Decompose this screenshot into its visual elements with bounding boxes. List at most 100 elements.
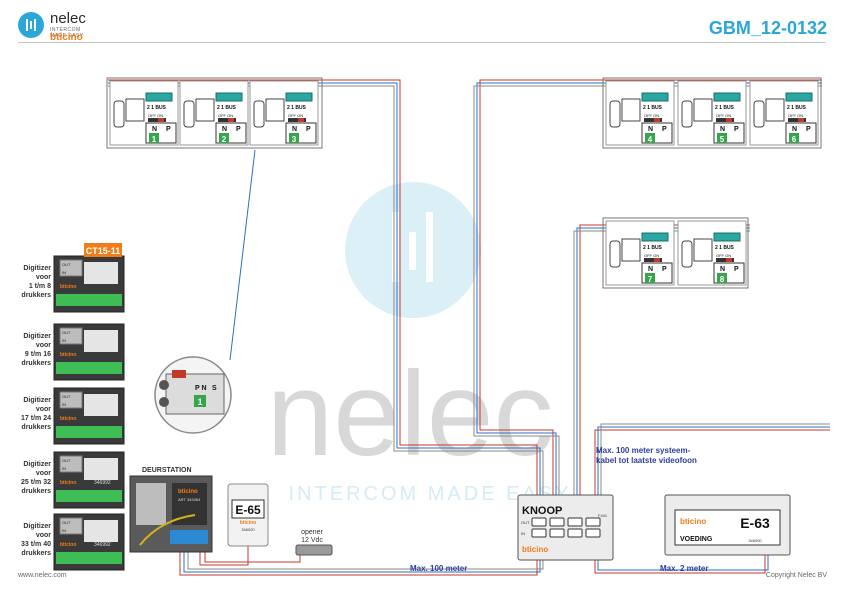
digitizer-label-line: drukkers [21, 550, 51, 557]
monitor-screen [765, 98, 785, 122]
handset-icon [609, 240, 621, 268]
watermark-bar-mid [409, 232, 416, 270]
opener-label: opener [301, 529, 323, 536]
monitor-screen [621, 238, 641, 262]
wire-red-out [594, 429, 830, 495]
digitizer-label-line: drukkers [21, 424, 51, 431]
digitizer-connector [59, 455, 83, 473]
on-off-switch [644, 118, 662, 122]
np-n-label: N [792, 126, 797, 133]
knoop-housing [517, 494, 614, 561]
door-station-cable [139, 514, 196, 546]
digitizer-label-line: 17 t/m 24 [21, 415, 51, 422]
bus-terminal-block [713, 92, 741, 102]
monitor-number-badge [219, 133, 229, 143]
monitor-row-middle [602, 217, 749, 289]
on-off-switch [716, 258, 734, 262]
opener-voltage: 12 Vdc [301, 537, 323, 544]
knoop-slot [549, 517, 565, 527]
bus-terminal-block [285, 92, 313, 102]
ribbon-cable [84, 330, 118, 352]
monitor-row-top [106, 77, 323, 149]
screw-icon [159, 380, 169, 390]
wire-blue-bottom [183, 545, 541, 573]
np-p-label: P [662, 126, 667, 133]
monitor-row-right [602, 77, 822, 149]
np-n-label: N [152, 126, 157, 133]
bus-terminal-block [215, 92, 243, 102]
digitizer-connector [59, 517, 83, 535]
e63-name: E-63 [740, 515, 770, 531]
nelec-logo: nelec INTERCOM MADE EASY bticino [18, 10, 98, 44]
digitizer-brand: bticino [60, 352, 76, 358]
switch-label: OFF ON [644, 113, 659, 118]
door-station-terminals [170, 530, 208, 544]
monitor-screen [693, 238, 713, 262]
monitor-number-badge [149, 133, 159, 143]
monitor-screen [195, 98, 215, 122]
digitizer-label-line: voor [36, 470, 51, 477]
knoop-in: IN [521, 531, 525, 536]
e63-brand: bticino [680, 517, 706, 526]
handset-icon [681, 240, 693, 268]
ct15-badge-label: CT15-11 [86, 246, 121, 256]
wire-grey-right [473, 85, 822, 495]
monitor-row-middle-frame [602, 217, 749, 289]
on-off-switch [218, 118, 236, 122]
np-p-label: P [306, 126, 311, 133]
handset-icon [183, 100, 195, 128]
digitizer-label-line: 1 t/m 8 [29, 283, 51, 290]
switch-knob [798, 118, 804, 122]
switch-label: OFF ON [288, 113, 303, 118]
door-station-keypad [136, 483, 166, 525]
monitor-number: 2 [222, 135, 227, 144]
wire-e65 [199, 545, 249, 566]
np-p-label: P [734, 266, 739, 273]
monitor-number-badge [289, 133, 299, 143]
bus-terminal-label: 2 1 BUS [147, 105, 167, 111]
knoop-slot [567, 528, 583, 538]
np-p-label: P [236, 126, 241, 133]
digitizer-terminal-strip [56, 552, 122, 564]
on-off-switch [788, 118, 806, 122]
digitizer-terminal-strip [56, 362, 122, 374]
knoop-slot [567, 517, 583, 527]
handset-icon [253, 100, 265, 128]
digitizer-label-line: 25 t/m 32 [21, 479, 51, 486]
monitor-number-badge [645, 133, 655, 143]
knoop-out: OUT [521, 520, 530, 525]
e65-unit: E-65 bticino 346020 [227, 483, 269, 547]
digitizer-label-line: drukkers [21, 488, 51, 495]
monitor-number-badge [717, 133, 727, 143]
digitizer-connector [59, 327, 83, 345]
switch-label: OFF ON [148, 113, 163, 118]
np-p-label: P [662, 266, 667, 273]
digitizer-terminal-strip [56, 294, 122, 306]
monitor-number: 4 [648, 135, 653, 144]
digitizer-brand: bticino [60, 542, 76, 548]
e63-label-box [674, 509, 781, 546]
np-n-label: N [720, 126, 725, 133]
knoop-slot [549, 528, 565, 538]
switch-knob [158, 118, 164, 122]
knoop-slot [531, 528, 547, 538]
digitizer-in-label: IN [62, 528, 66, 533]
switch-knob [654, 258, 660, 262]
bus-terminal-label: 2 1 BUS [643, 105, 663, 111]
zoom-number: 1 [197, 397, 202, 407]
nelec-logo-icon [18, 12, 44, 38]
footer-website: www.nelec.com [18, 572, 67, 579]
ct15-badge [84, 243, 122, 257]
digitizer-out-label: OUT [62, 520, 71, 525]
digitizer-label-line: Digitizer [23, 265, 51, 272]
digitizer-label-line: voor [36, 274, 51, 281]
ribbon-cable [84, 458, 118, 480]
annotation-system-cable-1: Max. 100 meter systeem- [596, 446, 691, 455]
